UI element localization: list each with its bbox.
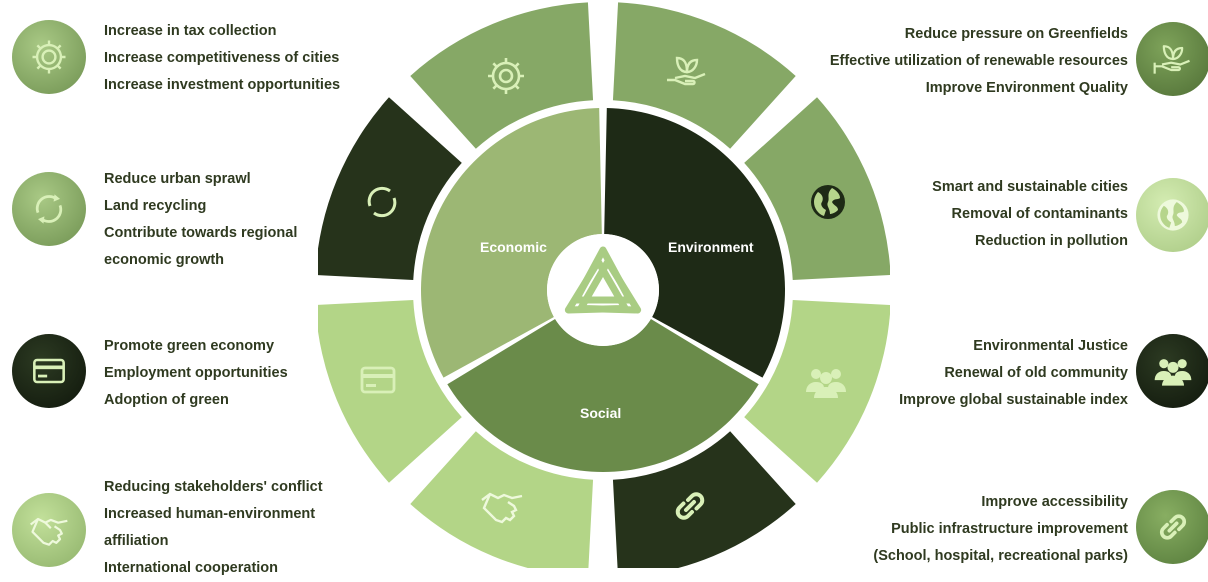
globe-icon <box>1157 199 1189 231</box>
benefit-list-green-economy: Promote green economy Employment opportu… <box>104 333 288 414</box>
benefit-item: Improve accessibility <box>981 494 1128 510</box>
ring-recycle-icon <box>367 186 397 218</box>
benefit-item: Increase investment opportunities <box>104 77 341 93</box>
chain-link-icon <box>1159 514 1187 540</box>
benefit-item: Improve global sustainable index <box>899 392 1128 408</box>
right-icon-globe <box>1136 178 1208 252</box>
gear-icon <box>32 40 66 74</box>
sustainability-wheel: Economic Environment Social <box>318 2 890 568</box>
left-icon-credit-card <box>12 334 86 408</box>
benefit-item: economic growth <box>104 252 225 268</box>
benefit-item: Promote green economy <box>104 338 275 354</box>
ring-segment <box>318 97 462 281</box>
plant-in-hand-icon <box>1153 45 1190 74</box>
benefit-list-smart-cities: Smart and sustainable cities Removal of … <box>932 174 1128 255</box>
right-icon-chain <box>1136 490 1208 564</box>
benefit-item: Increase in tax collection <box>104 23 277 39</box>
benefit-item: Reduce urban sprawl <box>104 171 251 187</box>
handshake-icon <box>30 517 68 546</box>
benefit-item: Smart and sustainable cities <box>932 179 1128 195</box>
benefit-item: (School, hospital, recreational parks) <box>873 548 1128 564</box>
benefit-item: affiliation <box>104 533 169 549</box>
credit-card-icon <box>33 358 65 384</box>
benefit-item: Land recycling <box>104 198 207 214</box>
benefit-list-recycle: Reduce urban sprawl Land recycling Contr… <box>104 166 297 274</box>
segment-label-social: Social <box>580 405 621 421</box>
benefit-item: International cooperation <box>104 560 279 576</box>
center-hub <box>547 234 659 346</box>
people-group-icon <box>1154 359 1192 386</box>
pie-segment <box>447 319 759 473</box>
ring-gear-icon <box>488 58 524 94</box>
pie-segment <box>421 108 602 378</box>
ring-credit-card-icon <box>360 366 396 394</box>
benefit-item: Reducing stakeholders' conflict <box>104 479 323 495</box>
sustainability-logo-icon <box>564 246 642 314</box>
inner-pie <box>421 108 785 473</box>
benefit-item: Removal of contaminants <box>951 206 1128 222</box>
right-icon-plant-hand <box>1136 22 1208 96</box>
pie-segment <box>604 108 785 378</box>
benefit-item: Increase competitiveness of cities <box>104 50 340 66</box>
ring-handshake-icon <box>481 492 523 524</box>
benefit-list-greenfields: Reduce pressure on Greenfields Effective… <box>830 21 1128 102</box>
ring-segment <box>410 2 594 149</box>
benefit-item: Reduce pressure on Greenfields <box>904 26 1128 42</box>
benefit-item: Reduction in pollution <box>974 233 1128 249</box>
benefit-list-accessibility: Improve accessibility Public infrastruct… <box>873 489 1128 570</box>
benefit-item: Effective utilization of renewable resou… <box>829 53 1128 69</box>
ring-segment <box>410 431 594 568</box>
left-icon-handshake <box>12 493 86 567</box>
benefit-list-economic: Increase in tax collection Increase comp… <box>104 18 340 99</box>
segment-label-economic: Economic <box>480 239 547 255</box>
ring-chain-link-icon <box>675 492 705 520</box>
left-icon-economic-gear <box>12 20 86 94</box>
ring-segment <box>612 2 796 149</box>
recycle-arrows-icon <box>35 194 63 224</box>
benefit-item: Environmental Justice <box>973 338 1128 354</box>
benefit-item: Improve Environment Quality <box>925 80 1128 96</box>
left-icon-recycle <box>12 172 86 246</box>
segment-label-environment: Environment <box>668 239 754 255</box>
ring-people-group-icon <box>806 369 846 398</box>
benefit-list-social-cooperation: Reducing stakeholders' conflict Increase… <box>104 474 323 582</box>
ring-segment <box>612 431 796 568</box>
benefit-item: Adoption of green <box>104 392 229 408</box>
benefit-item: Increased human-environment <box>104 506 316 522</box>
benefit-list-environmental-justice: Environmental Justice Renewal of old com… <box>899 333 1128 414</box>
benefit-item: Public infrastructure improvement <box>891 521 1128 537</box>
benefit-item: Renewal of old community <box>944 365 1128 381</box>
ring-globe-icon <box>811 185 845 219</box>
ring-plant-in-hand-icon <box>667 56 706 86</box>
ring-segment <box>744 97 890 281</box>
benefit-item: Contribute towards regional <box>104 225 298 241</box>
right-icon-people <box>1136 334 1208 408</box>
benefit-item: Employment opportunities <box>104 365 288 381</box>
